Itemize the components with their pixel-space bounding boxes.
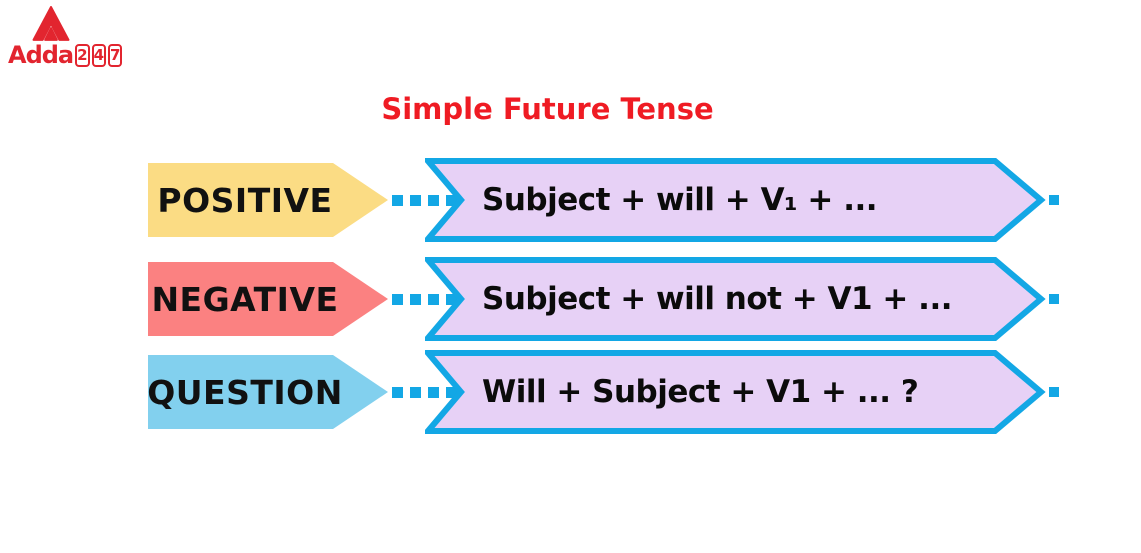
connector-dotted-line <box>392 294 457 305</box>
logo-digit-box: 4 <box>91 43 107 67</box>
row-positive: POSITIVE Subject + will + V₁ + ... <box>0 158 1141 242</box>
connector-dot <box>392 294 403 305</box>
connector-dot <box>410 294 421 305</box>
tag-arrow-shape <box>148 262 388 336</box>
tag-negative: NEGATIVE <box>148 262 388 336</box>
connector-dot <box>446 387 457 398</box>
connector-dot <box>392 387 403 398</box>
connector-dot <box>410 387 421 398</box>
connector-dot <box>428 387 439 398</box>
connector-dotted-line <box>392 195 457 206</box>
banner-ribbon-shape <box>425 257 1059 341</box>
tag-label: QUESTION <box>147 372 343 412</box>
connector-dot <box>428 195 439 206</box>
row-negative: NEGATIVE Subject + will not + V1 + ... <box>0 257 1141 341</box>
formula-text: Will + Subject + V1 + ... ? <box>482 374 919 410</box>
connector-dot <box>392 195 403 206</box>
logo-digit-box: 7 <box>108 43 123 67</box>
banner-tip-nub <box>1049 195 1059 205</box>
tag-question: QUESTION <box>147 355 388 429</box>
formula-banner: Subject + will not + V1 + ... <box>425 257 1070 341</box>
adda247-arrow-icon <box>32 6 70 41</box>
connector-dot <box>446 294 457 305</box>
banner-ribbon-shape <box>425 158 1059 242</box>
tag-label: NEGATIVE <box>151 279 339 319</box>
banner-ribbon-shape <box>425 350 1059 434</box>
row-question: QUESTION Will + Subject + V1 + ... ? <box>0 350 1141 434</box>
adda247-wordmark: Adda 2 4 7 <box>8 41 123 69</box>
page-title: Simple Future Tense <box>381 92 714 126</box>
formula-text: Subject + will not + V1 + ... <box>482 281 953 317</box>
connector-dot <box>410 195 421 206</box>
adda247-logo: Adda 2 4 7 <box>8 6 123 69</box>
connector-dot <box>446 195 457 206</box>
tag-arrow-shape <box>148 163 388 237</box>
tag-positive: POSITIVE <box>148 163 388 237</box>
tag-label: POSITIVE <box>157 180 333 220</box>
connector-dot <box>428 294 439 305</box>
banner-tip-nub <box>1049 294 1059 304</box>
tag-arrow-shape <box>148 355 388 429</box>
formula-banner: Will + Subject + V1 + ... ? <box>425 350 1070 434</box>
banner-tip-nub <box>1049 387 1059 397</box>
formula-banner: Subject + will + V₁ + ... <box>425 158 1070 242</box>
formula-text: Subject + will + V₁ + ... <box>482 182 878 218</box>
logo-digit-box: 2 <box>75 43 90 67</box>
connector-dotted-line <box>392 387 457 398</box>
logo-brand-text: Adda <box>8 41 74 69</box>
